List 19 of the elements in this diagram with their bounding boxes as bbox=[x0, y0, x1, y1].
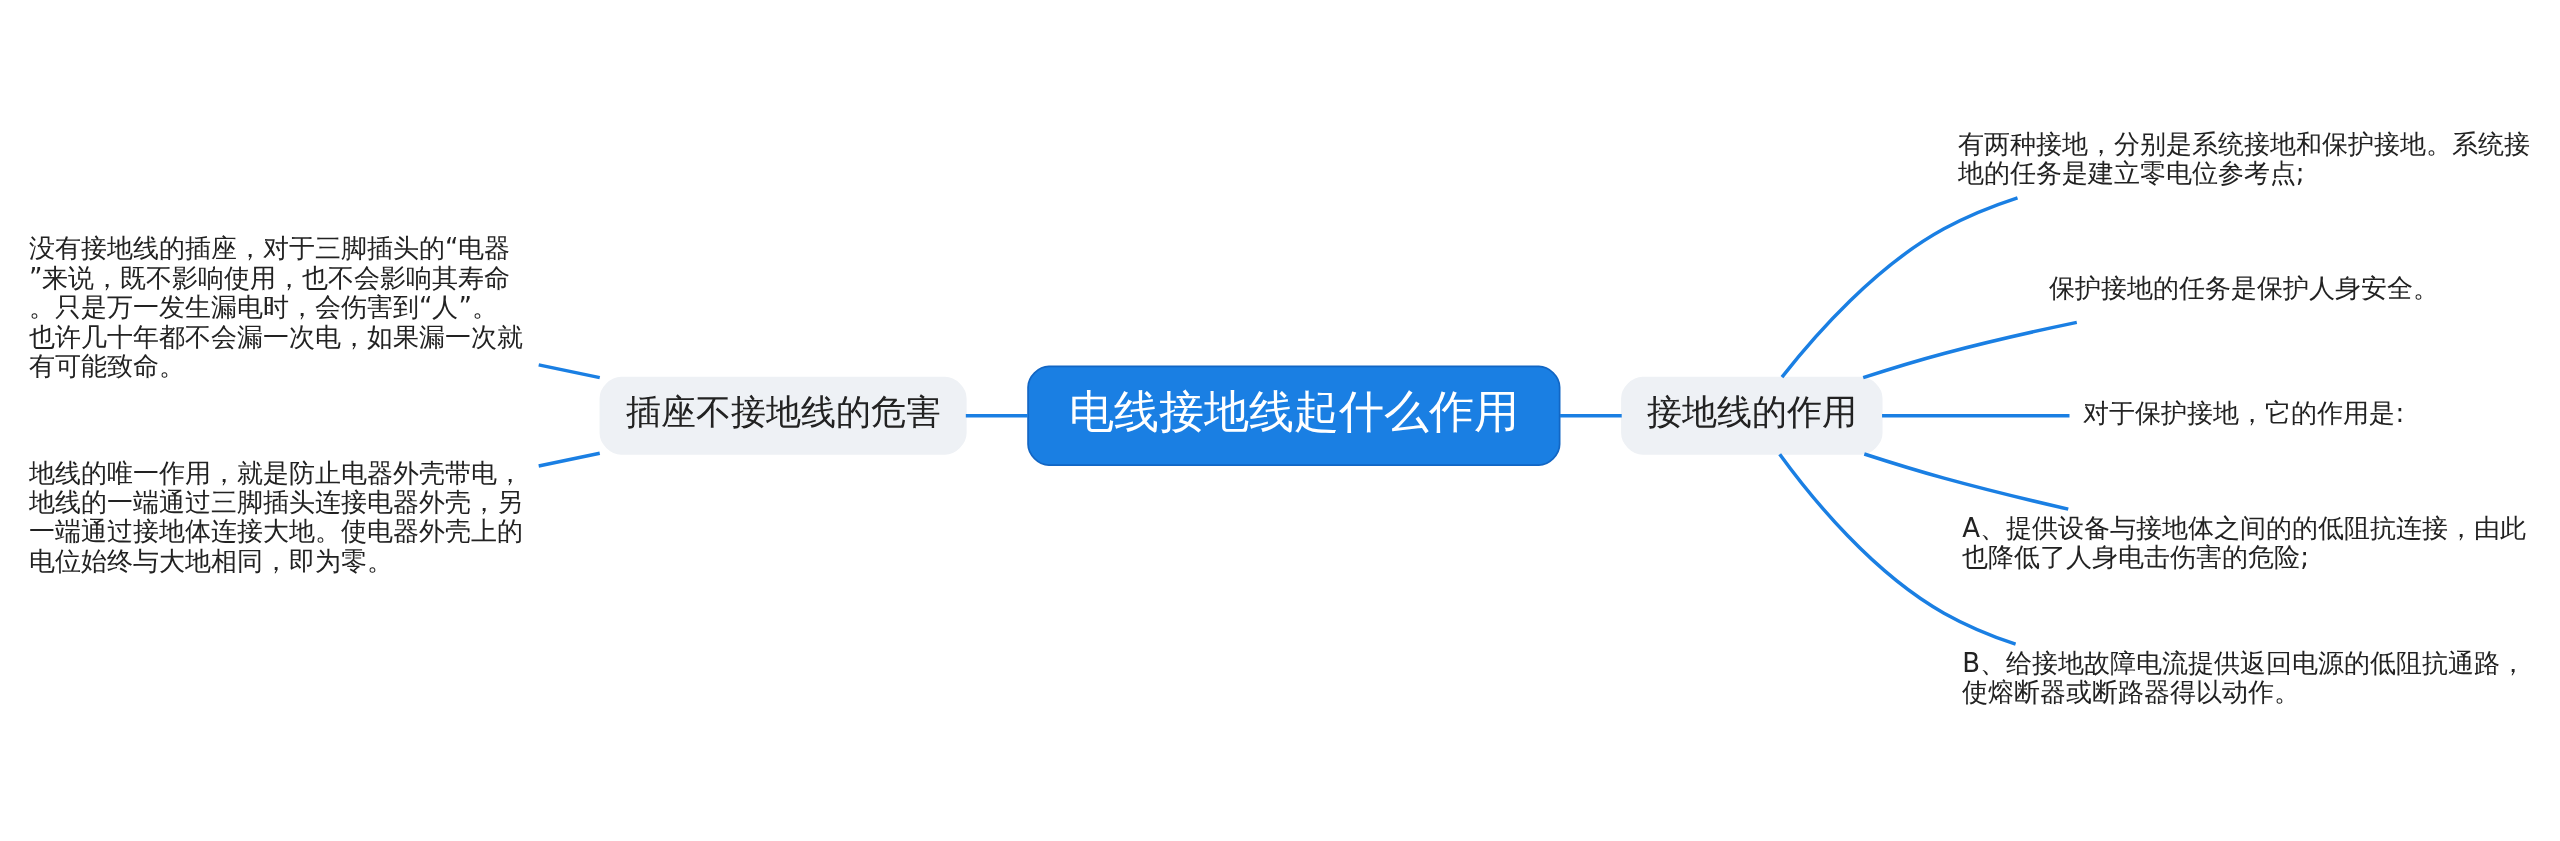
connector bbox=[538, 451, 601, 468]
connector bbox=[1863, 451, 2069, 511]
node-text: 对于保护接地，它的作用是: bbox=[2083, 397, 2405, 428]
connector bbox=[538, 362, 601, 379]
node-text: A、提供设备与接地体之间的的低阻抗连接，由此也降低了人身电击伤害的危险; bbox=[1962, 512, 2526, 572]
node-box: 插座不接地线的危害 bbox=[599, 376, 967, 455]
node-text: 有两种接地，分别是系统接地和保护接地。系统接地的任务是建立零电位参考点; bbox=[1957, 128, 2530, 188]
node-text: 地线的唯一作用，就是防止电器外壳带电，地线的一端通过三脚插头连接电器外壳，另一端通过接地体连接大地。使电器外壳上的电位始终与大地相同，即为零。 bbox=[29, 457, 524, 576]
node-text: B、给接地故障电流提供返回电源的低阻抗通路，使熔断器或断路器得以动作。 bbox=[1962, 647, 2527, 707]
connector bbox=[1862, 320, 2078, 379]
connector bbox=[1778, 452, 2017, 646]
node-text: 没有接地线的插座，对于三脚插头的“电器”来说，既不影响使用，也不会影响其寿命。只是万一发生漏电时，会伤害到“人”。也许几十年都不会漏一次电，如果漏一次就有可能致命。 bbox=[29, 232, 524, 381]
connector bbox=[965, 413, 1028, 418]
node-text: 保护接地的任务是保护人身安全。 bbox=[2048, 272, 2439, 303]
node-box: 接地线的作用 bbox=[1621, 376, 1883, 455]
connector bbox=[1780, 195, 2019, 378]
node-box: 电线接地线起什么作用 bbox=[1027, 365, 1561, 466]
connector bbox=[1882, 413, 2070, 418]
connector bbox=[1559, 413, 1622, 418]
